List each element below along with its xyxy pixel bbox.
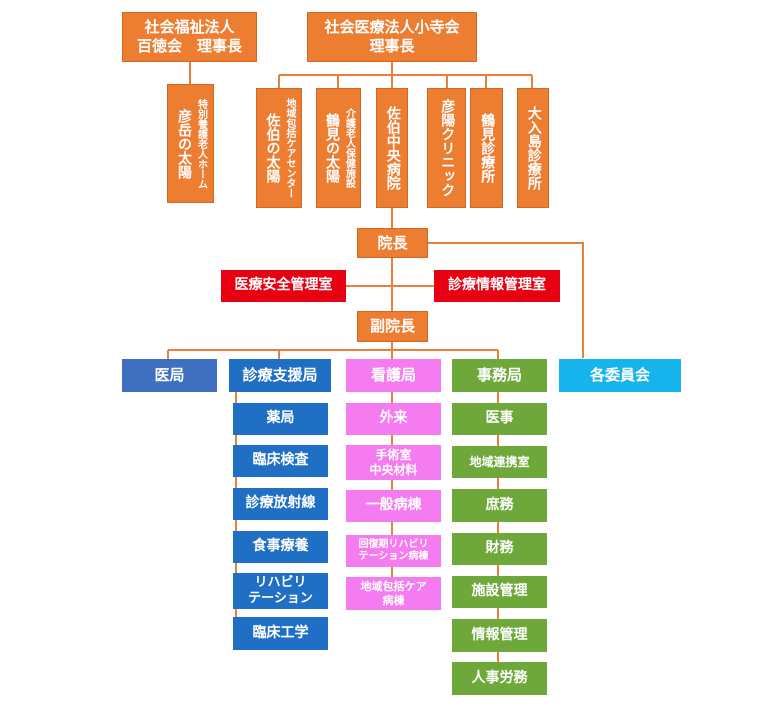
office-item-finance: 財務 bbox=[452, 533, 547, 565]
office-division-box: 事務局 bbox=[452, 359, 547, 392]
office-item-facility-mgmt: 施設管理 bbox=[452, 576, 547, 608]
support-item-radiology: 診療放射線 bbox=[233, 488, 328, 520]
nursing-division-box: 看護局 bbox=[346, 359, 441, 392]
medical-chairman-box: 社会医療法人小寺会 理事長 bbox=[307, 12, 477, 62]
facility-name: 鶴見の太陽 bbox=[324, 113, 340, 183]
support-item-clinical-engineering: 臨床工学 bbox=[233, 617, 328, 650]
medical-division-box: 医局 bbox=[122, 359, 217, 392]
facility-tsurumi-clinic: 鶴見診療所 bbox=[470, 88, 503, 208]
medical-info-office-box: 診療情報管理室 bbox=[434, 270, 560, 302]
support-division-box: 診療支援局 bbox=[229, 359, 331, 392]
facility-name: 佐伯の太陽 bbox=[264, 113, 281, 183]
office-item-general-affairs: 庶務 bbox=[452, 489, 547, 522]
welfare-chairman-box: 社会福祉法人 百徳会 理事長 bbox=[122, 12, 257, 62]
nursing-item-general-ward: 一般病棟 bbox=[346, 490, 441, 522]
office-item-hr: 人事労務 bbox=[452, 662, 547, 695]
facility-type: 介護老人保健施設 bbox=[343, 108, 355, 188]
facility-tsurumi-taiyo: 介護老人保健施設 鶴見の太陽 bbox=[316, 88, 361, 208]
office-item-community-liaison: 地域連携室 bbox=[452, 446, 547, 478]
facility-onyujima-clinic: 大入島診療所 bbox=[517, 88, 549, 208]
medical-safety-office-box: 医療安全管理室 bbox=[221, 270, 346, 302]
committee-box: 各委員会 bbox=[559, 359, 681, 392]
facility-saiki-central-hospital: 佐伯中央病院 bbox=[376, 88, 408, 208]
welfare-facility-name: 彦岳の太陽 bbox=[176, 108, 192, 179]
vice-director-box: 副院長 bbox=[357, 311, 428, 342]
facility-type: 地域包括ケアセンター bbox=[284, 98, 295, 198]
nursing-item-community-care-ward: 地域包括ケア 病棟 bbox=[346, 577, 441, 610]
nursing-item-surgery: 手術室 中央材料 bbox=[346, 445, 441, 480]
office-item-info-mgmt: 情報管理 bbox=[452, 619, 547, 652]
support-item-rehab: リハビリ テーション bbox=[233, 573, 328, 609]
support-item-lab: 臨床検査 bbox=[233, 445, 328, 477]
nursing-item-recovery-rehab-ward: 回復期リハビリ テーション病棟 bbox=[346, 535, 441, 567]
office-item-medical-affairs: 医事 bbox=[452, 403, 547, 435]
support-item-nutrition: 食事療養 bbox=[233, 531, 328, 563]
facility-saiki-taiyo: 地域包括ケアセンター 佐伯の太陽 bbox=[256, 88, 302, 208]
director-box: 院長 bbox=[357, 228, 428, 258]
welfare-facility-type: 特別養護老人ホーム bbox=[195, 98, 207, 189]
support-item-pharmacy: 薬局 bbox=[233, 403, 328, 435]
facility-hiyo-clinic: 彦陽クリニック bbox=[427, 88, 466, 208]
nursing-item-outpatient: 外来 bbox=[346, 403, 441, 435]
welfare-facility-box: 特別養護老人ホーム 彦岳の太陽 bbox=[167, 84, 214, 203]
